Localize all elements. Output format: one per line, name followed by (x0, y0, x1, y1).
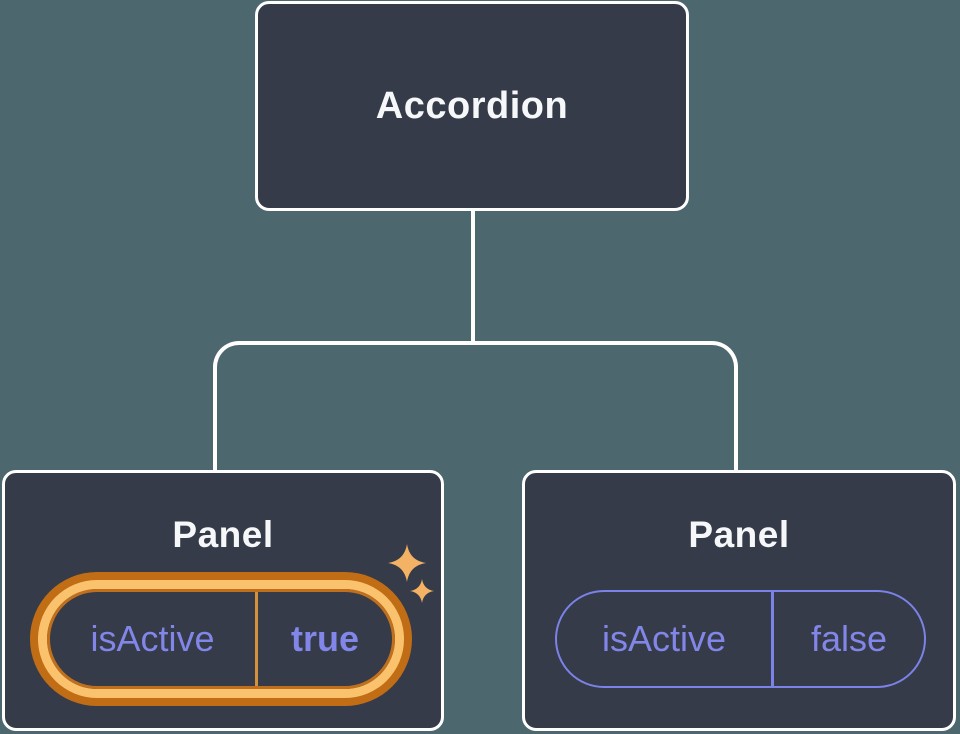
panel-node-inactive: Panel isActive false (522, 470, 956, 731)
state-key: isActive (90, 618, 215, 659)
state-value: true (255, 592, 392, 686)
panel-title: Panel (688, 514, 790, 555)
sparkle-icon (388, 544, 426, 582)
connector-stem (471, 209, 475, 345)
panel-title: Panel (172, 514, 274, 555)
sparkle-icon-small (410, 579, 434, 603)
state-value: false (771, 592, 924, 686)
accordion-node-label: Accordion (375, 84, 569, 127)
state-key: isActive (601, 618, 727, 659)
state-pill-active: isActive true (47, 589, 395, 689)
panel-node-active: Panel isActive true (2, 470, 444, 731)
state-pill-inactive: isActive false (555, 590, 926, 688)
accordion-node: Accordion (255, 1, 689, 211)
connector-branch (213, 341, 738, 470)
